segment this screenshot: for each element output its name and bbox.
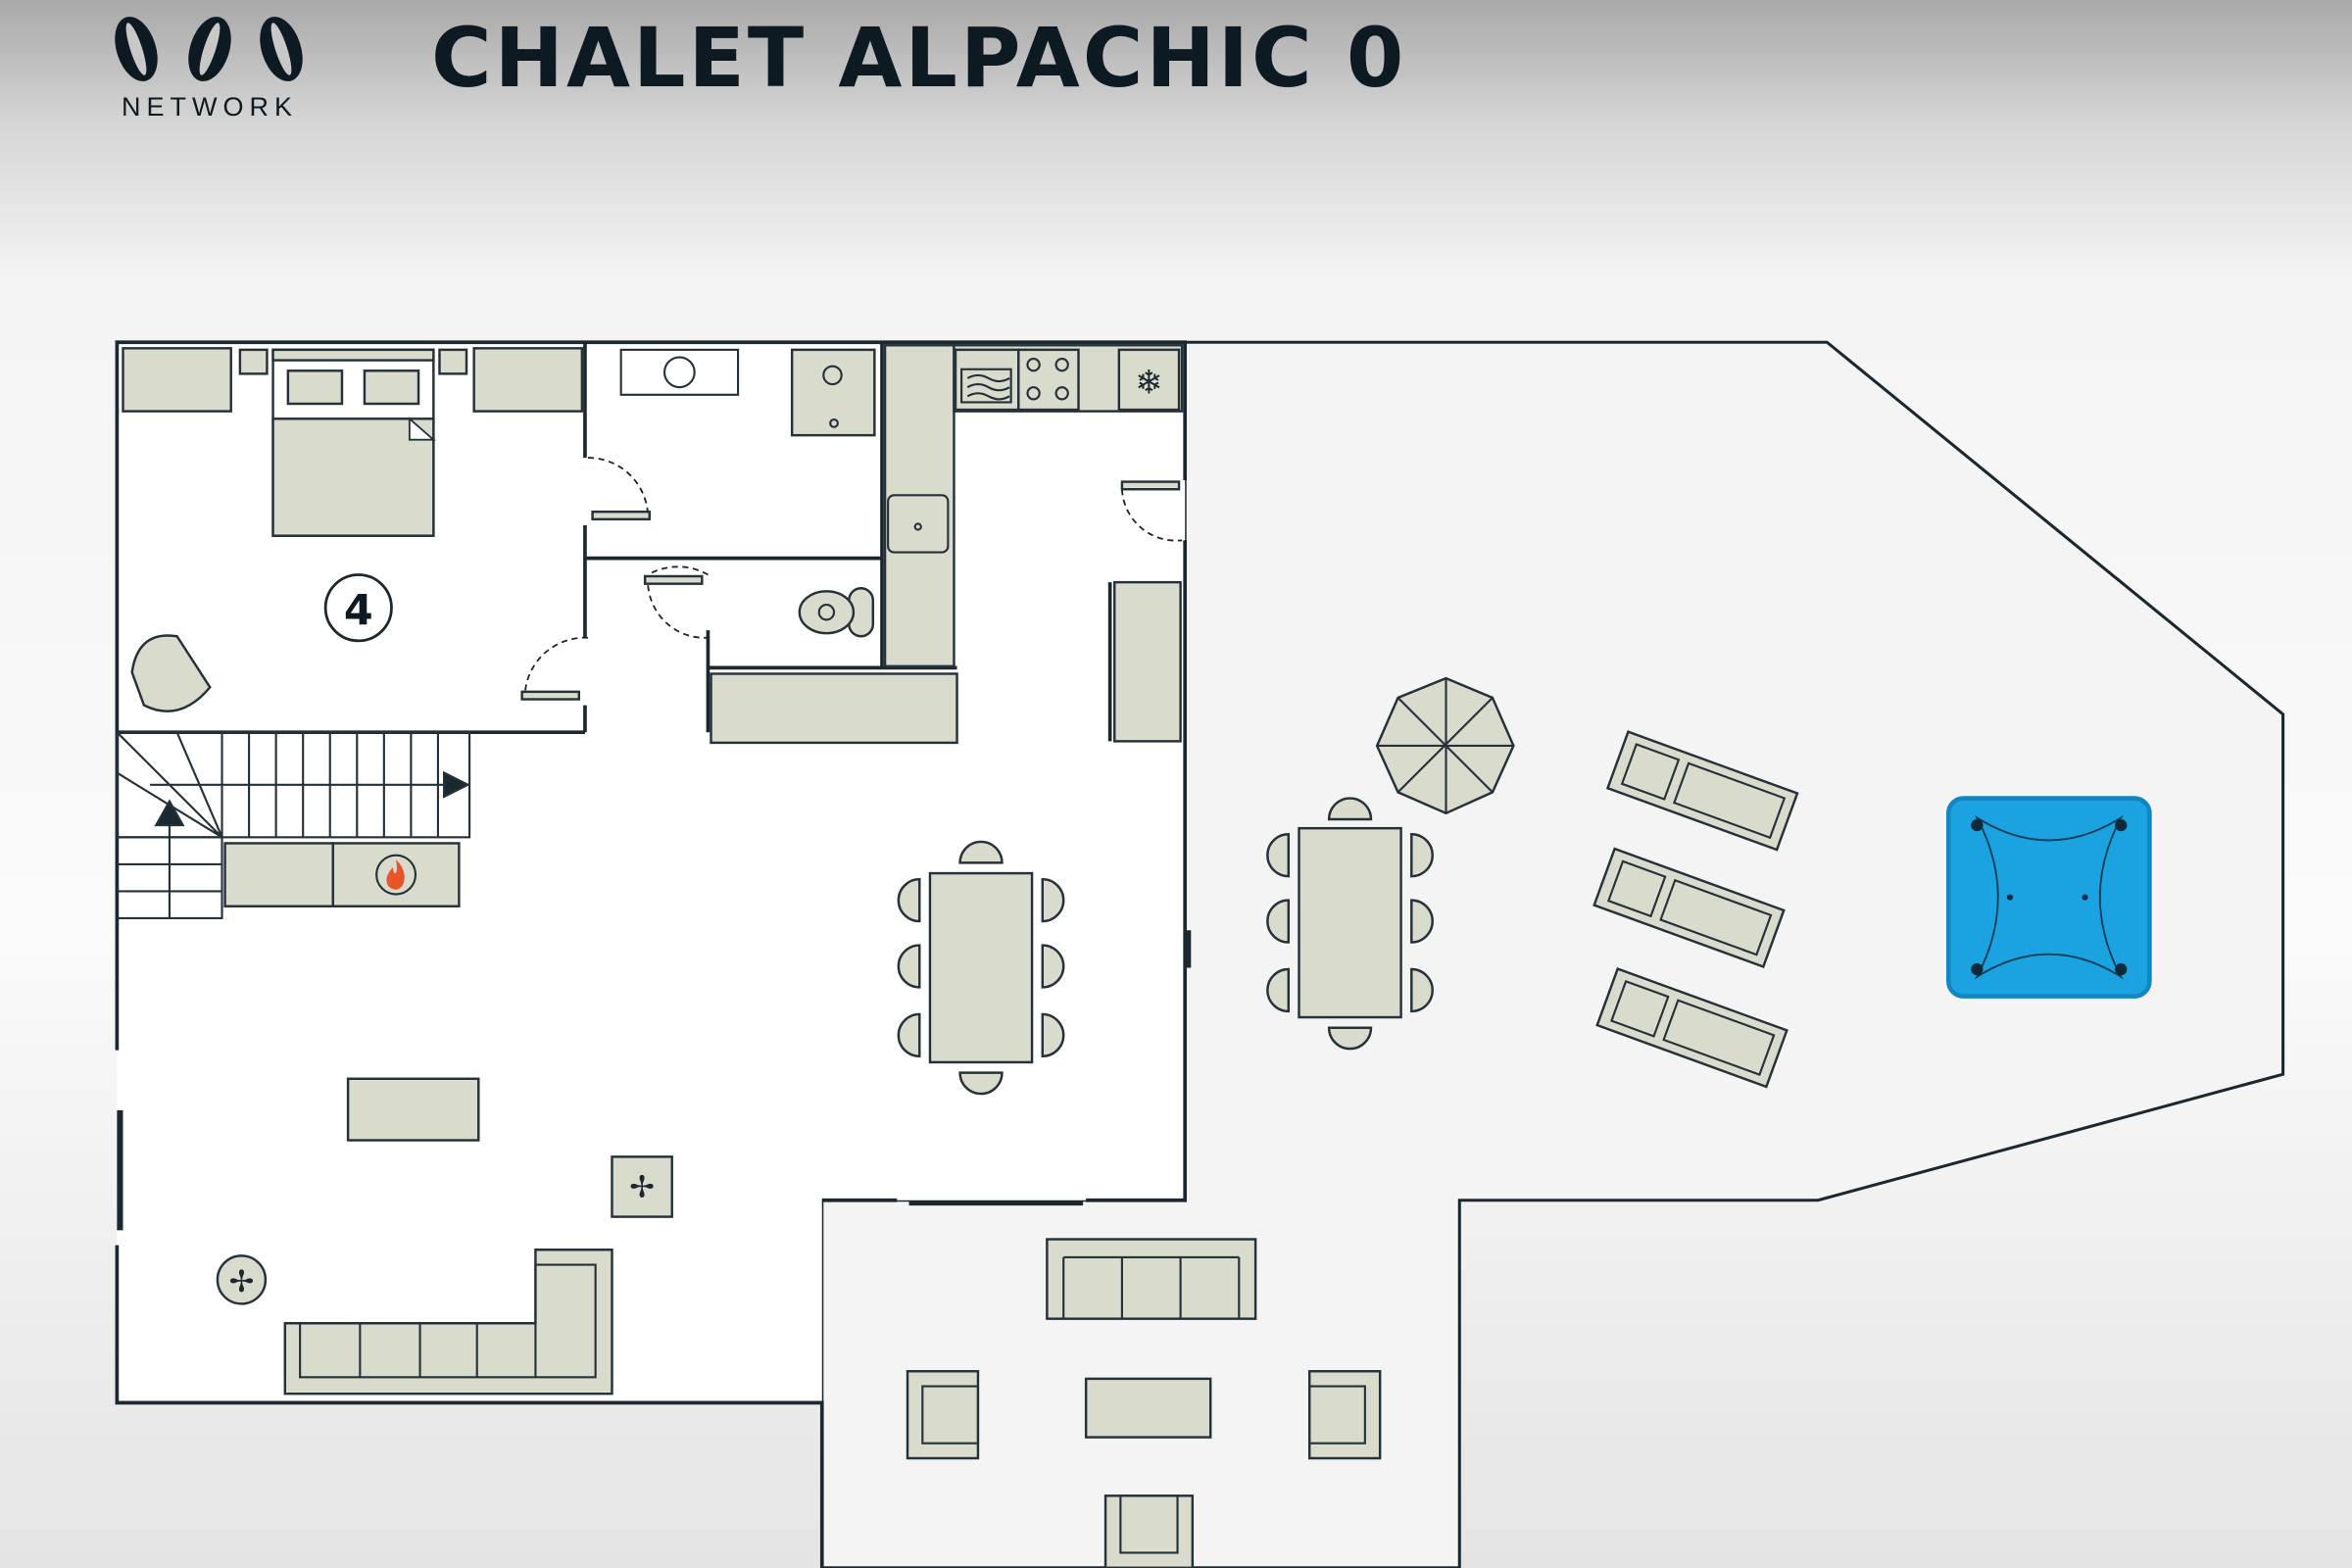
- dining-table-indoor: [897, 840, 1065, 1096]
- wardrobe-right: [472, 347, 584, 413]
- logo-mark-icon: [115, 17, 303, 81]
- toilet-icon: [798, 590, 856, 635]
- sun-loungers: [1592, 730, 1799, 1089]
- stair-arrow-right-icon: [442, 770, 470, 799]
- snowflake-icon: ❄: [1135, 363, 1162, 401]
- fridge-icon: [1117, 348, 1181, 412]
- nightstand-left: [238, 348, 269, 375]
- walls: [115, 340, 1192, 1568]
- sink-icon: [662, 356, 696, 389]
- kitchen-counter-side: [883, 344, 956, 668]
- dining-table-outdoor: [1266, 797, 1434, 1051]
- coffee-table: [346, 1077, 480, 1142]
- plant-pot: [216, 1254, 268, 1305]
- bathroom-fixtures: [619, 348, 876, 638]
- kitchen-sink-icon: [887, 494, 950, 554]
- doors: [520, 457, 1183, 701]
- room-number-badge: [323, 573, 393, 643]
- shower-head-icon: [822, 365, 843, 386]
- nightstand-right: [438, 348, 468, 375]
- lounge-table: [1084, 1377, 1212, 1439]
- fireplace: [331, 842, 461, 907]
- sideboard: [1113, 580, 1182, 743]
- plant-stand: [611, 1155, 673, 1218]
- logo-text: NETWORK: [122, 92, 298, 122]
- page-title: CHALET ALPACHIC 0: [431, 10, 1407, 106]
- armchair: [130, 634, 212, 712]
- staircase: [116, 731, 471, 920]
- bedroom-furniture: 4: [122, 347, 584, 712]
- corner-sofa: [283, 1249, 613, 1396]
- cabinet: [223, 842, 335, 907]
- room-number: 4: [344, 586, 373, 635]
- outdoor-lounge: [906, 1238, 1382, 1568]
- fan-icon: ✢: [629, 1171, 655, 1205]
- brand-logo: NETWORK: [102, 14, 318, 122]
- stair-arrow-up-icon: [154, 799, 185, 827]
- kitchen: ❄: [710, 344, 1184, 745]
- kitchen-island: [710, 672, 958, 745]
- fire-icon: [386, 859, 405, 890]
- hot-tub: [1945, 796, 2152, 999]
- shower: [790, 348, 876, 437]
- oven-icon: [954, 348, 1020, 412]
- parasol: [1375, 676, 1515, 815]
- cooktop-icon: [1017, 348, 1080, 412]
- wardrobe-left: [122, 347, 232, 413]
- fan-icon: ✢: [229, 1265, 255, 1299]
